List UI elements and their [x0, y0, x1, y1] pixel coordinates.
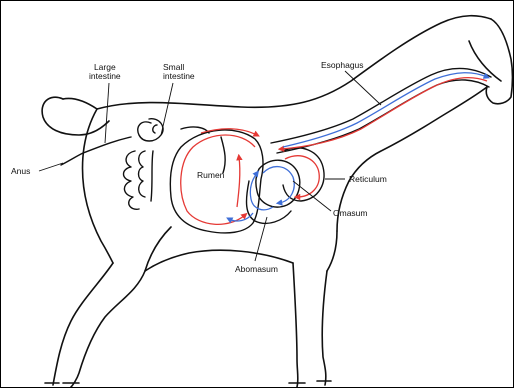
goat-front-leg-right — [293, 263, 298, 387]
inbound-flow-arrows — [181, 78, 487, 225]
label-abomasum: Abomasum — [235, 265, 278, 274]
abomasum — [247, 181, 291, 223]
flow-omasum — [263, 167, 294, 203]
goat-rump — [63, 98, 97, 109]
label-small-intestine: Small intestine — [163, 63, 195, 81]
flow-reticulum — [285, 156, 319, 197]
leader-esophagus — [345, 71, 381, 105]
goat-thigh — [83, 109, 114, 263]
label-omasum: Omasum — [333, 209, 367, 218]
flow-rumen-up — [237, 157, 240, 207]
digestive-organs — [61, 68, 491, 233]
label-large-intestine: Large intestine — [89, 63, 121, 81]
small-intestine — [138, 119, 209, 141]
goat-hind-leg-right — [53, 263, 113, 385]
goat-back — [97, 16, 491, 109]
goat-head — [486, 19, 512, 104]
leader-large-intestine — [105, 83, 109, 143]
goat-ear — [469, 41, 501, 81]
outbound-flow-arrows — [229, 73, 487, 221]
label-esophagus: Esophagus — [321, 61, 364, 70]
flow-esophagus-out — [283, 73, 487, 147]
label-anus: Anus — [11, 167, 30, 176]
flow-esophagus-in — [281, 78, 487, 149]
label-rumen: Rumen — [197, 171, 224, 180]
label-reticulum: Reticulum — [349, 175, 387, 184]
goat-chest — [327, 231, 337, 271]
label-small-intestine-line2: intestine — [163, 72, 195, 81]
goat-hind-leg-left — [71, 271, 145, 387]
leader-anus — [39, 163, 63, 171]
rectum — [61, 137, 131, 165]
large-intestine — [124, 151, 154, 209]
leader-lines — [39, 71, 381, 261]
goat-front-leg-left — [322, 271, 327, 385]
leader-small-intestine — [161, 83, 173, 135]
label-large-intestine-line2: intestine — [89, 72, 121, 81]
goat-tail — [42, 97, 109, 135]
leader-omasum — [293, 181, 331, 211]
